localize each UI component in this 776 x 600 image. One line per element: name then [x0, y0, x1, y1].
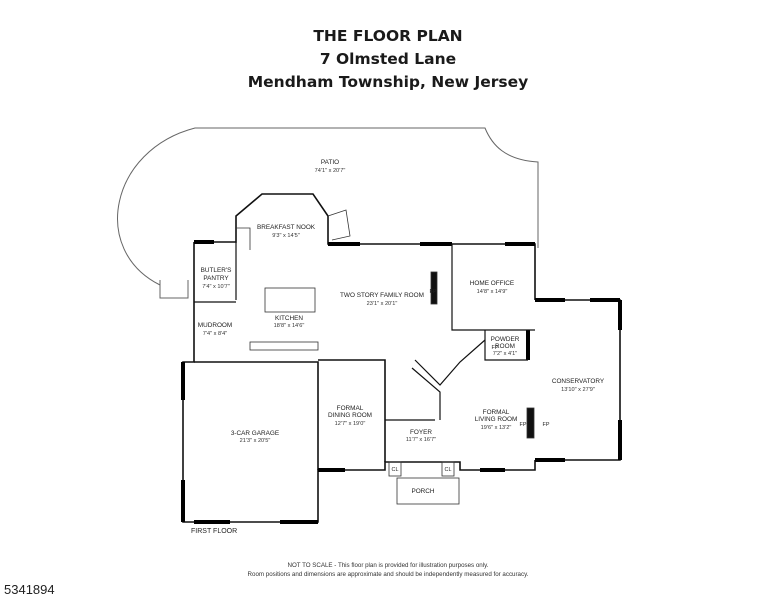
- room-dining-name2: DINING ROOM: [328, 412, 372, 419]
- room-patio-dim: 74'1" x 20'7": [315, 168, 346, 174]
- room-living-name: FORMAL: [483, 409, 510, 416]
- room-family-dim: 23'1" x 20'1": [367, 301, 398, 307]
- room-dining-name: FORMAL: [337, 405, 364, 412]
- room-foyer-name: FOYER: [410, 429, 432, 436]
- disclaimer-line-1: NOT TO SCALE - This floor plan is provid…: [287, 562, 489, 569]
- room-living-name2: LIVING ROOM: [475, 416, 518, 423]
- room-kitchen-name: KITCHEN: [275, 315, 303, 322]
- room-pantry-name2: PANTRY: [203, 275, 229, 282]
- room-living-dim: 19'6" x 13'2": [481, 425, 512, 431]
- closet-label-right: CL: [445, 467, 452, 473]
- wall-accents: [181, 240, 622, 524]
- floor-label: FIRST FLOOR: [191, 528, 238, 535]
- room-breakfast-name: BREAKFAST NOOK: [257, 224, 316, 231]
- closet-label-left: CL: [392, 467, 399, 473]
- room-dining-dim: 12'7" x 19'0": [335, 421, 366, 427]
- room-pantry-dim: 7'4" x 10'7": [202, 284, 230, 290]
- room-labels: PATIO 74'1" x 20'7" BREAKFAST NOOK 9'3" …: [198, 159, 605, 495]
- listing-id: 5341894: [4, 582, 55, 597]
- address-line: 7 Olmsted Lane: [319, 50, 457, 68]
- room-office-name: HOME OFFICE: [470, 280, 514, 287]
- symbol-labels: FP FP FP FP CL CL: [392, 289, 550, 473]
- room-patio-name: PATIO: [321, 159, 339, 166]
- room-foyer-dim: 11'7" x 16'7": [406, 437, 436, 443]
- room-conservatory-dim: 13'10" x 27'9": [561, 387, 595, 393]
- fireplace-label-family: FP: [430, 289, 437, 295]
- fireplace-label-conservatory: FP: [543, 422, 550, 428]
- city-line: Mendham Township, New Jersey: [247, 73, 529, 91]
- interior-walls: [194, 242, 535, 421]
- fireplace-label-powder: FP: [492, 345, 499, 351]
- room-office-dim: 14'8" x 14'9": [477, 289, 508, 295]
- room-powder-dim: 7'2" x 4'1": [493, 351, 517, 357]
- room-kitchen-dim: 18'8" x 14'6": [274, 323, 305, 329]
- room-powder-name: POWDER: [491, 336, 520, 343]
- room-breakfast-dim: 9'3" x 14'5": [272, 233, 300, 239]
- exterior-walls: [182, 193, 621, 523]
- room-family-name: TWO STORY FAMILY ROOM: [340, 292, 424, 299]
- fixtures: [236, 209, 535, 505]
- disclaimer-line-2: Room positions and dimensions are approx…: [247, 571, 529, 578]
- room-garage-dim: 21'3" x 20'5": [240, 438, 271, 444]
- plan-title: THE FLOOR PLAN: [313, 27, 463, 45]
- room-garage-name: 3-CAR GARAGE: [231, 430, 279, 437]
- room-porch-name: PORCH: [411, 488, 434, 495]
- fireplace-label-living: FP: [520, 422, 527, 428]
- room-mudroom-dim: 7'4" x 8'4": [203, 331, 227, 337]
- room-pantry-name: BUTLER'S: [201, 267, 232, 274]
- room-powder-name2: ROOM: [495, 343, 515, 350]
- patio-outline: [117, 127, 539, 299]
- room-mudroom-name: MUDROOM: [198, 322, 232, 329]
- room-conservatory-name: CONSERVATORY: [552, 378, 605, 385]
